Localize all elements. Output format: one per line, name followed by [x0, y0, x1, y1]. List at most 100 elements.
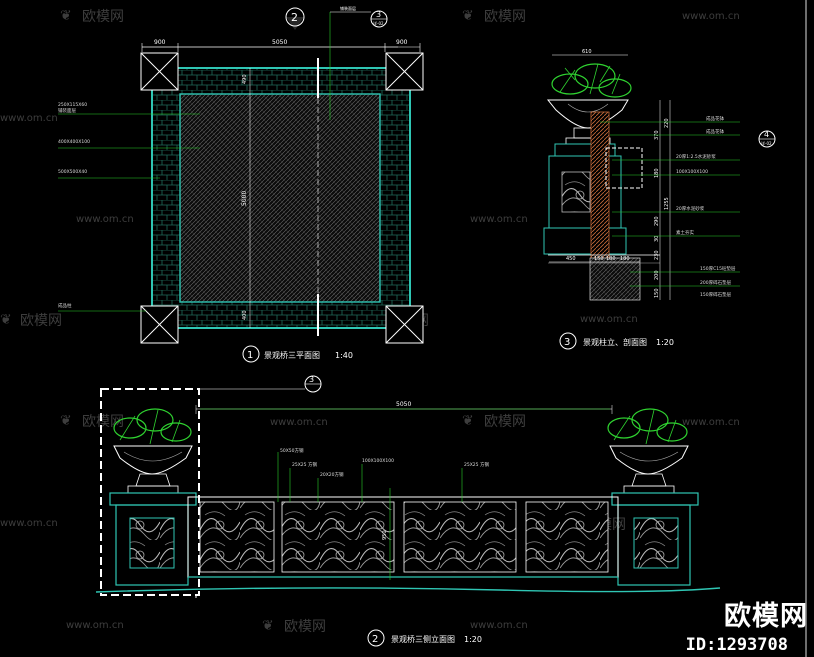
detail-vdim: 180	[654, 168, 660, 178]
detail-marker-4-number: 4	[764, 130, 769, 139]
plan-scale: 1:40	[335, 351, 353, 360]
detail-note: 200厚碎石垫层	[700, 279, 732, 286]
elevation-title: 景观桥三侧立面图	[391, 634, 455, 644]
plan-note: 400X400X100	[58, 139, 90, 145]
detail-note: 成品花钵	[706, 128, 724, 135]
elevation-title-number: 2	[372, 634, 378, 645]
watermark-logo: ❦欧模网	[0, 312, 62, 329]
detail-note: 20厚水泥砂浆	[676, 205, 705, 212]
corner-post	[385, 305, 424, 344]
corner-post	[385, 52, 424, 91]
detail-bottom-dim: 180	[620, 256, 630, 262]
svg-text:❦: ❦	[462, 413, 474, 429]
detail-top-dim: 610	[582, 49, 592, 55]
detail-vdim: 230	[654, 250, 660, 260]
detail-bottom-dim: 150	[594, 256, 604, 262]
svg-text:❦: ❦	[60, 413, 72, 429]
detail-marker-sheet: 详-02	[373, 20, 384, 26]
detail-tag: 铺装面层	[340, 5, 356, 11]
detail-title: 景观柱立、剖面图	[583, 337, 647, 347]
watermark-url: www.om.cn	[682, 11, 740, 22]
detail-bottom-dim: 450	[566, 256, 576, 262]
detail-note: 素土夯实	[676, 229, 694, 236]
watermark-url: www.om.cn	[682, 417, 740, 428]
railing-panel	[199, 501, 275, 573]
watermark-logo: ❦ 欧模网	[60, 413, 124, 430]
svg-text:❦: ❦	[262, 618, 274, 634]
detail-highlight-box	[100, 388, 200, 596]
detail-vdim: 150	[654, 288, 660, 298]
right-planter-plant	[607, 408, 688, 445]
right-urn	[609, 445, 689, 475]
section-marker	[285, 7, 305, 27]
plan-title-number: 1	[247, 350, 253, 361]
detail-note: 100X100X100	[676, 169, 708, 175]
railing-panel	[403, 501, 517, 573]
ground-line	[95, 587, 721, 593]
detail-vdim: 1255	[664, 197, 670, 210]
detail-callout-box	[605, 147, 643, 189]
elevation-detail-marker-number: 3	[309, 375, 314, 384]
plan-note-post: 成品柱	[58, 302, 72, 309]
dim-middle: 5050	[272, 39, 287, 46]
pedestal-panel	[561, 171, 591, 213]
plan-title: 景观桥三平面图	[264, 350, 320, 360]
detail-vdim: 30	[654, 236, 660, 242]
left-pillar-panel	[129, 517, 175, 569]
svg-text:欧模网: 欧模网	[82, 9, 124, 25]
corner-post	[140, 52, 179, 91]
detail-note: 成品花钵	[706, 115, 724, 122]
plan-note: 500X500X40	[58, 169, 87, 175]
elevation-label: 20X20方钢	[320, 471, 344, 478]
corner-post	[140, 305, 179, 344]
railing-panel	[525, 501, 609, 573]
urn-bowl	[546, 99, 629, 129]
detail-vdim: 200	[654, 270, 660, 280]
detail-marker-number: 3	[376, 10, 381, 19]
bridge-plan: 900 5050 900 490 5000 400	[58, 5, 424, 363]
pedestal-base	[543, 227, 627, 255]
watermark-url: www.om.cn	[470, 620, 528, 631]
detail-bottom-dim: 180	[606, 256, 616, 262]
detail-vdim: 290	[654, 216, 660, 226]
plan-title-number-circle	[242, 345, 260, 363]
watermark-url: www.om.cn	[270, 417, 328, 428]
watermark-url: www.om.cn	[470, 214, 528, 225]
watermark-url: www.om.cn	[66, 620, 124, 631]
detail-scale: 1:20	[656, 338, 674, 347]
detail-note: 20厚1:2.5水泥砂浆	[676, 153, 716, 160]
elevation-label: 50X50方钢	[280, 447, 304, 454]
elevation-label: 25X25 方钢	[464, 461, 489, 468]
left-planter-plant	[113, 408, 192, 445]
svg-text:欧模网: 欧模网	[82, 414, 124, 430]
elevation-label: 25X25 方钢	[292, 461, 317, 468]
svg-text:❦: ❦	[462, 8, 474, 24]
foundation-hatch	[589, 257, 641, 301]
elevation-width-dim: 5050	[396, 401, 411, 408]
watermark-url: www.om.cn	[0, 113, 58, 124]
elevation-label: 100X100X100	[362, 458, 394, 464]
column-detail: 610 450 150 180 180 220	[543, 49, 776, 350]
watermark-url: www.om.cn	[580, 314, 638, 325]
plan-deck-field	[179, 93, 381, 303]
dim-right: 900	[396, 39, 408, 46]
dim-post-bottom: 400	[242, 310, 248, 320]
watermark-logo: ❦ 欧模网	[462, 413, 526, 430]
svg-text:欧模网: 欧模网	[484, 414, 526, 430]
dim-post-top: 490	[242, 74, 248, 84]
detail-note: 150厚C15砼垫层	[700, 265, 736, 272]
svg-text:❦: ❦	[60, 8, 72, 24]
railing-panel	[281, 501, 395, 573]
elevation-height-dim: 950	[382, 530, 388, 540]
svg-text:欧模网: 欧模网	[484, 9, 526, 25]
planter-plant	[551, 63, 632, 98]
plan-note: 250X115X60	[58, 102, 87, 108]
brand-watermark: 欧模网	[724, 601, 808, 632]
dim-left: 900	[154, 39, 166, 46]
detail-vdim: 220	[664, 118, 670, 128]
watermark-url: www.om.cn	[76, 214, 134, 225]
right-pillar-cap	[611, 492, 699, 506]
dim-height: 5000	[241, 191, 248, 206]
left-urn	[113, 445, 193, 475]
